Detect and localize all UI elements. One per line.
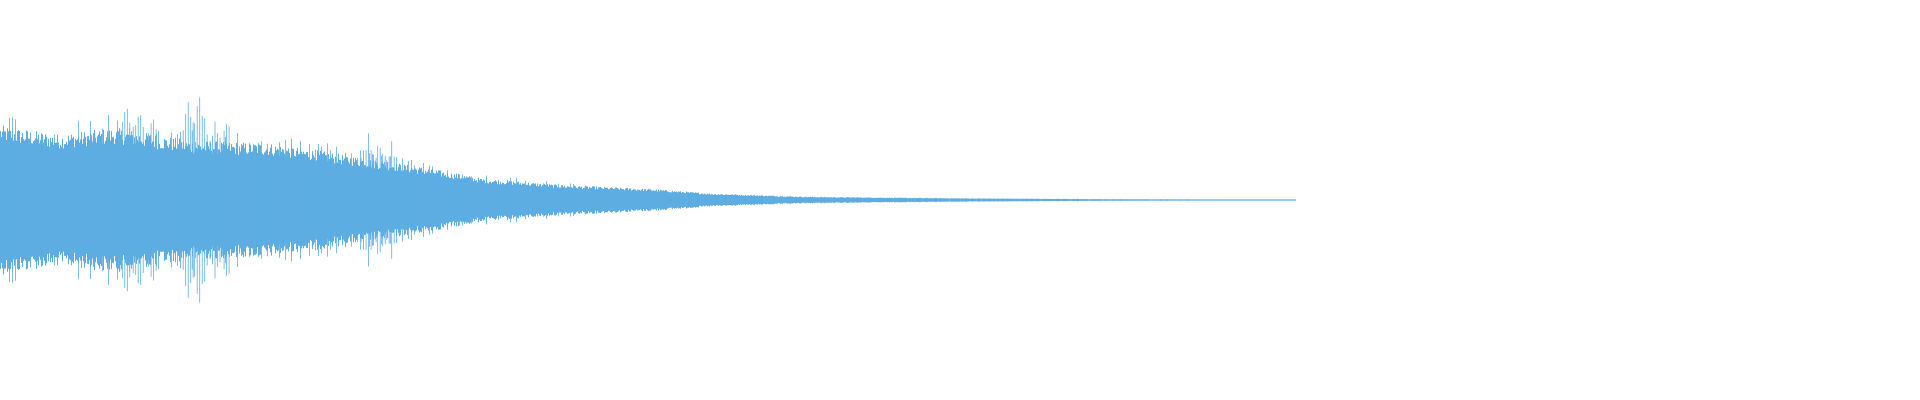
waveform-transients [9, 97, 574, 303]
waveform-lines [0, 97, 1296, 303]
